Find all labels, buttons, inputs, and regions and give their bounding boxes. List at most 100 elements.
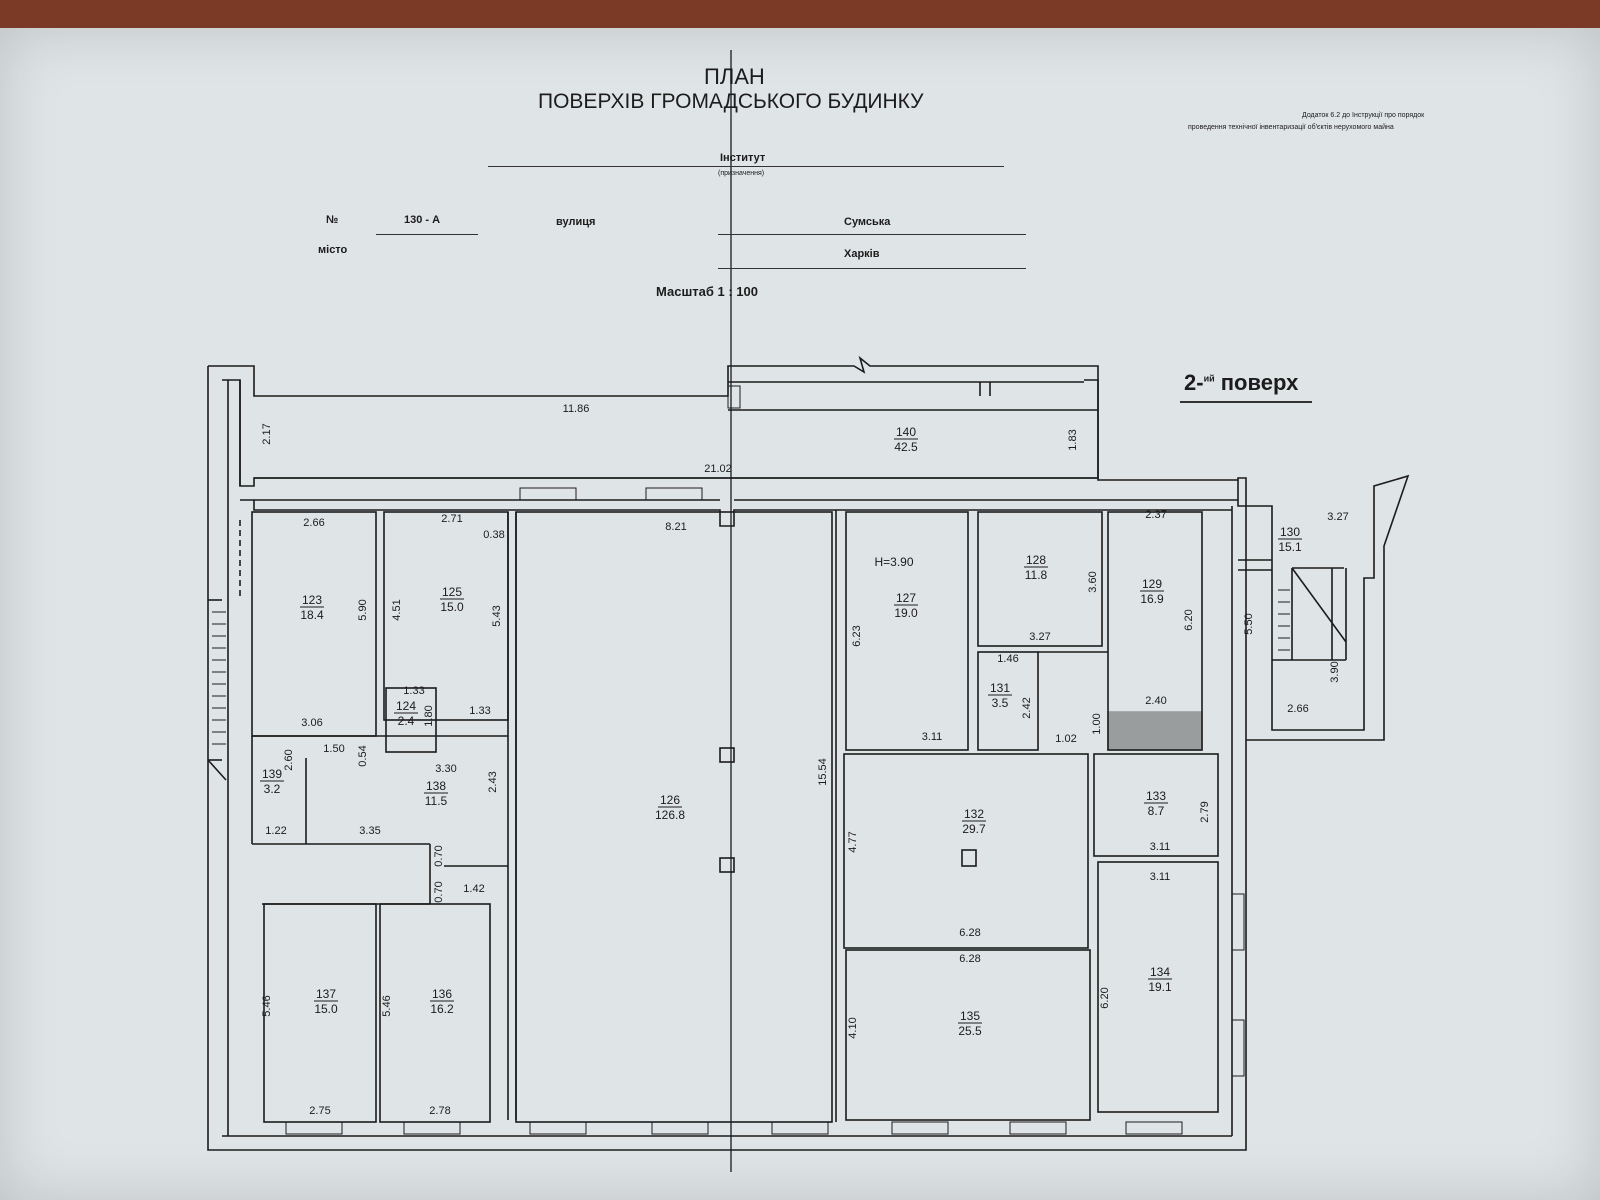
stair-treads bbox=[212, 589, 1290, 745]
room-number: 135 bbox=[960, 1009, 980, 1023]
dimension-label: 1.33 bbox=[403, 685, 424, 697]
dimension-label: 2.78 bbox=[429, 1105, 450, 1117]
dimension-label: 2.17 bbox=[261, 423, 273, 444]
room-number: 136 bbox=[432, 987, 452, 1001]
room-number: 134 bbox=[1150, 965, 1170, 979]
dimension-label: 4.10 bbox=[847, 1017, 859, 1038]
dimension-label: 1.50 bbox=[323, 743, 344, 755]
dimension-label: 2.40 bbox=[1145, 695, 1166, 707]
dimension-label: 0.38 bbox=[483, 529, 504, 541]
number-underline bbox=[376, 234, 478, 235]
number-label: № bbox=[326, 214, 339, 226]
dimension-label: 6.28 bbox=[959, 927, 980, 939]
dimension-label: 6.23 bbox=[851, 625, 863, 646]
purpose-value: Інститут bbox=[720, 152, 766, 164]
room-area: 3.2 bbox=[264, 782, 281, 796]
dimension-label: 4.77 bbox=[847, 831, 859, 852]
room-number: 124 bbox=[396, 699, 416, 713]
dimension-label: 3.11 bbox=[1150, 871, 1171, 883]
dimension-label: 3.27 bbox=[1029, 631, 1050, 643]
street-underline bbox=[718, 234, 1026, 235]
dimension-label: 4.51 bbox=[391, 599, 403, 620]
dimension-label: 1.46 bbox=[997, 653, 1018, 665]
room-number: 130 bbox=[1280, 525, 1300, 539]
room-area: 19.0 bbox=[894, 606, 918, 620]
dimension-label: 3.35 bbox=[359, 825, 380, 837]
dimension-label: 21.02 bbox=[704, 463, 732, 475]
scale-label: Масштаб 1 : 100 bbox=[656, 284, 758, 299]
number-value: 130 - А bbox=[404, 214, 441, 226]
room-area: 19.1 bbox=[1148, 980, 1172, 994]
dimension-label: 5.50 bbox=[1243, 613, 1255, 634]
dimension-label: 3.60 bbox=[1087, 571, 1099, 592]
room-area: 3.5 bbox=[992, 696, 1009, 710]
floor-label: 2-ий поверх bbox=[1184, 370, 1299, 395]
ceiling-height: H=3.90 bbox=[874, 555, 913, 569]
dimension-label: 1.33 bbox=[469, 705, 490, 717]
room-area: 11.8 bbox=[1025, 568, 1048, 582]
purpose-caption: (призначення) bbox=[718, 170, 765, 177]
dimension-label: 5.43 bbox=[491, 605, 503, 626]
plan-title: ПЛАН bbox=[704, 64, 765, 89]
room-number: 128 bbox=[1026, 553, 1046, 567]
dimension-label: 2.66 bbox=[303, 517, 324, 529]
room-number: 132 bbox=[964, 807, 984, 821]
plan-subtitle: ПОВЕРХІВ ГРОМАДСЬКОГО БУДИНКУ bbox=[538, 90, 924, 113]
dimension-label: 3.27 bbox=[1327, 511, 1348, 523]
room-number: 125 bbox=[442, 585, 462, 599]
dimension-label: 15.54 bbox=[817, 758, 829, 786]
room-number: 126 bbox=[660, 793, 680, 807]
room-number: 139 bbox=[262, 767, 282, 781]
dimension-label: 3.11 bbox=[922, 731, 943, 743]
dimension-label: 2.71 bbox=[441, 513, 462, 525]
room-area: 29.7 bbox=[962, 822, 986, 836]
dimension-label: 6.28 bbox=[959, 953, 980, 965]
dimension-label: 11.86 bbox=[563, 403, 590, 415]
street-value: Сумська bbox=[844, 216, 891, 228]
room-area: 2.4 bbox=[398, 714, 415, 728]
room-area: 16.2 bbox=[430, 1002, 454, 1016]
room-number: 129 bbox=[1142, 577, 1162, 591]
dimension-label: 3.06 bbox=[301, 717, 322, 729]
dimension-label: 2.75 bbox=[309, 1105, 330, 1117]
room-area: 15.1 bbox=[1278, 540, 1302, 554]
plan-sheet bbox=[0, 28, 1600, 1200]
room-area: 15.0 bbox=[440, 600, 464, 614]
room-area: 15.0 bbox=[314, 1002, 338, 1016]
dimension-label: 2.60 bbox=[283, 749, 295, 770]
dimension-label: 6.20 bbox=[1099, 987, 1111, 1008]
dimension-label: 0.70 bbox=[433, 881, 445, 902]
dimension-label: 0.70 bbox=[433, 845, 445, 866]
room-area: 11.5 bbox=[425, 794, 448, 808]
room-area: 16.9 bbox=[1140, 592, 1164, 606]
dimension-label: 2.42 bbox=[1021, 697, 1033, 718]
dimension-label: 3.11 bbox=[1150, 841, 1171, 853]
room-number: 123 bbox=[302, 593, 322, 607]
city-value: Харків bbox=[844, 248, 880, 260]
dimension-label: 1.80 bbox=[423, 705, 435, 726]
walls bbox=[207, 355, 1410, 1151]
room-number: 140 bbox=[896, 425, 916, 439]
dimension-label: 3.30 bbox=[435, 763, 456, 775]
dimension-label: 5.46 bbox=[261, 995, 273, 1016]
